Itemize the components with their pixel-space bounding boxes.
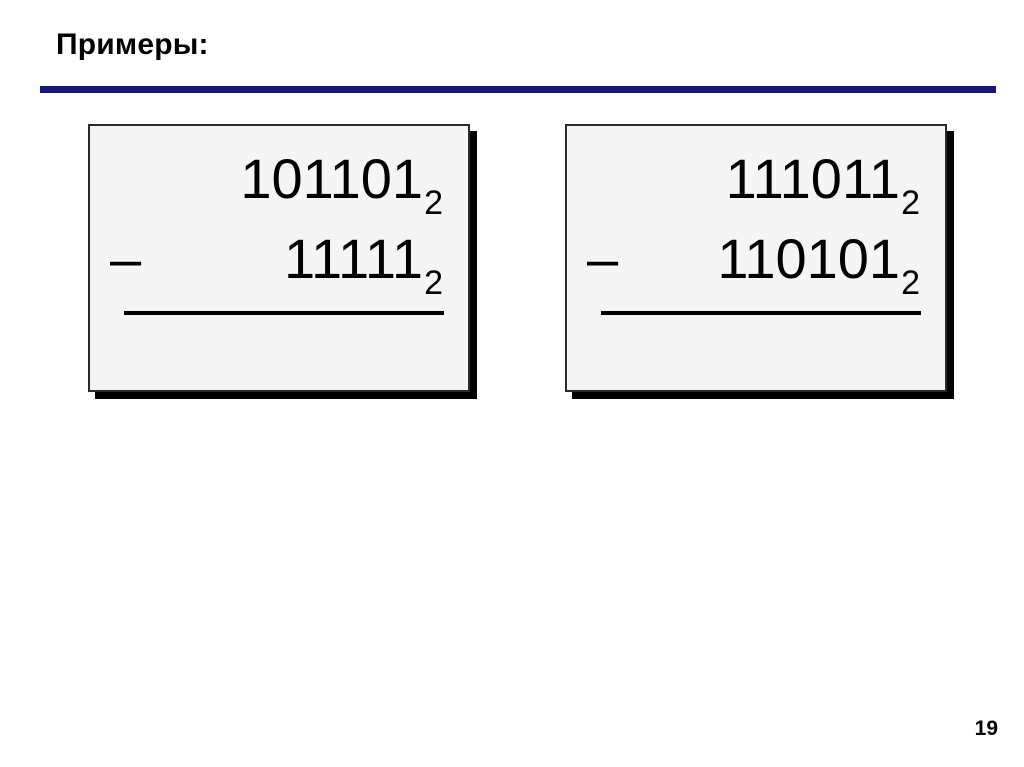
title-underline-rule	[40, 86, 996, 93]
subtraction-rule-line	[601, 311, 921, 315]
subtrahend-row: 1101012	[587, 227, 920, 301]
subtraction-rule-line	[124, 311, 444, 315]
subtrahend-digits: 11111	[283, 227, 424, 290]
subtrahend-digits: 110101	[717, 227, 901, 290]
minuend-digits: 101101	[240, 147, 424, 210]
minuend-digits: 111011	[725, 147, 901, 210]
subtrahend-row: 111112	[110, 227, 443, 301]
subtraction-problem-1: 1011012 – 111112	[90, 126, 468, 390]
subtrahend-base-subscript: 2	[901, 264, 920, 302]
minuend-base-subscript: 2	[424, 184, 443, 222]
minuend-number: 1011012	[240, 147, 443, 221]
page-title: Примеры:	[56, 28, 209, 61]
example-box-1: 1011012 – 111112	[88, 124, 470, 392]
subtrahend-base-subscript: 2	[424, 264, 443, 302]
minuend-number: 1110112	[725, 147, 920, 221]
example-box-2: 1110112 – 1101012	[565, 124, 947, 392]
minus-operator: –	[587, 227, 619, 290]
minuend-base-subscript: 2	[901, 184, 920, 222]
minus-operator: –	[110, 227, 142, 290]
page-number: 19	[974, 717, 998, 740]
minuend-row: 1110112	[587, 147, 920, 221]
subtrahend-number: 1101012	[717, 227, 920, 301]
subtraction-problem-2: 1110112 – 1101012	[567, 126, 945, 390]
minuend-row: 1011012	[110, 147, 443, 221]
subtrahend-number: 111112	[283, 227, 443, 301]
